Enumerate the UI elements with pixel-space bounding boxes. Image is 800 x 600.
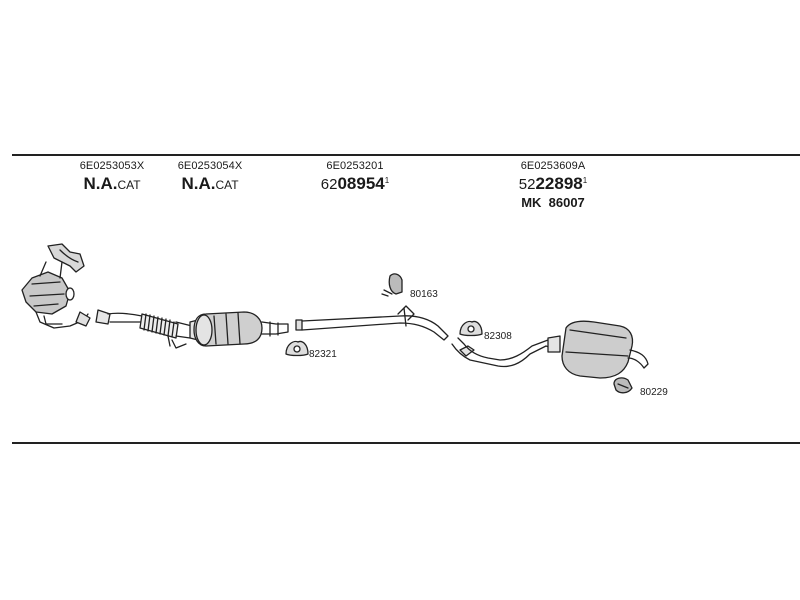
reference-number: 62089541 [320,174,390,193]
part-number: 6E0253201 [326,160,384,172]
front-pipe-flex [95,309,193,349]
mk-reference: MK 86007 [521,195,585,210]
part-number: 6E0253609A [520,160,586,172]
callout-label: 80163 [410,289,438,300]
rear-silencer [451,320,649,379]
part-number: 6E0253053X [79,160,145,172]
part-column-1: 6E0253053X N.A.CAT [72,160,152,194]
part-type: N.A.CAT [181,174,239,193]
callout-label: 82308 [484,331,512,342]
bottom-rule [12,442,800,444]
top-rule [12,154,800,156]
intermediate-pipe [295,305,449,341]
callout-label: 82321 [309,349,337,360]
part-column-4: 6E0253609A 52228981 MK 86007 [508,160,598,210]
middle-silencer [189,311,289,347]
part-type: N.A.CAT [83,174,141,193]
clamp-82308 [459,320,483,337]
exhaust-manifold [21,243,91,329]
reference-number: 52228981 [518,174,588,193]
part-number: 6E0253054X [177,160,243,172]
hanger-80229 [613,377,633,394]
callout-label: 80229 [640,387,668,398]
clamp-80163 [381,273,403,297]
clamp-82321 [285,340,309,357]
part-column-2: 6E0253054X N.A.CAT [170,160,250,194]
part-column-3: 6E0253201 62089541 [312,160,398,194]
